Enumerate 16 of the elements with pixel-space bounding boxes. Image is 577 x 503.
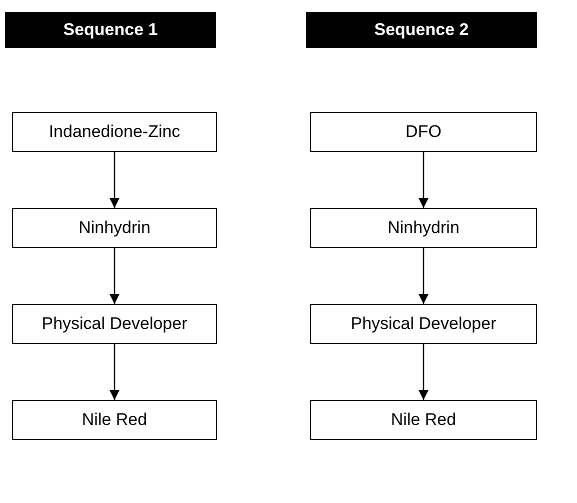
arrow [110,152,120,208]
process-box: DFO [310,112,537,152]
sequence-header: Sequence 2 [306,12,537,48]
process-box: Nile Red [310,400,537,440]
process-box: Indanedione-Zinc [12,112,217,152]
process-box: Ninhydrin [310,208,537,248]
arrow [418,248,428,304]
arrow [418,152,428,208]
process-box: Physical Developer [12,304,217,344]
process-box: Nile Red [12,400,217,440]
arrow [418,344,428,400]
sequence-header: Sequence 1 [5,12,216,48]
process-box: Ninhydrin [12,208,217,248]
arrow [110,344,120,400]
process-box: Physical Developer [310,304,537,344]
arrow [110,248,120,304]
